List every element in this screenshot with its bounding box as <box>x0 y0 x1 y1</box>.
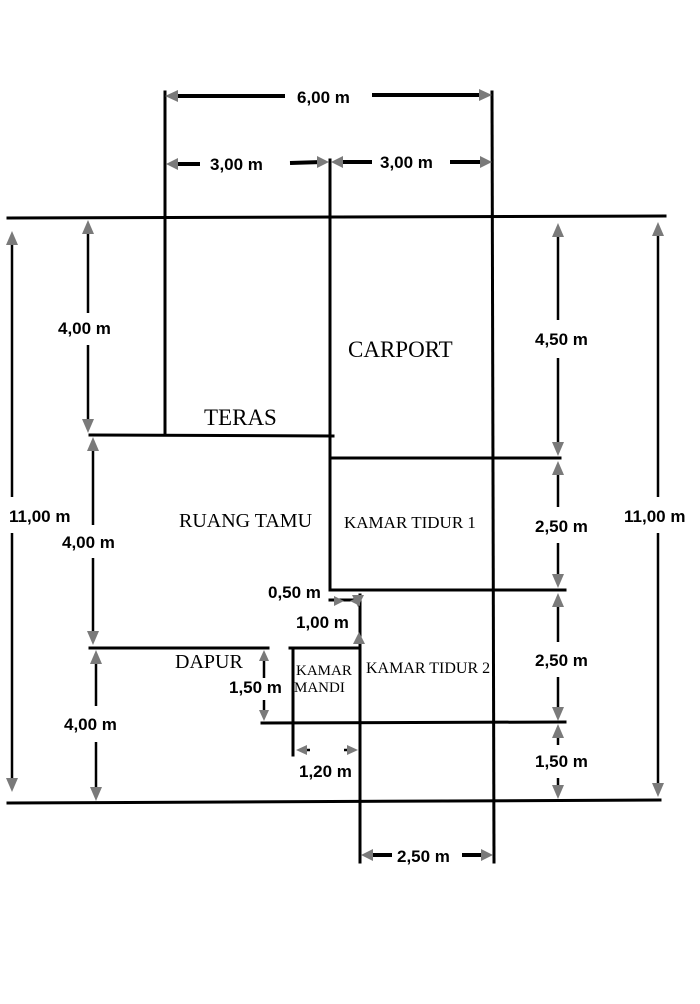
rear-boundary-line <box>6 798 662 805</box>
arrow-up <box>552 724 564 738</box>
room-label-kamar-tidur-1: KAMAR TIDUR 1 <box>344 513 476 532</box>
dim-label-left-teras-depth: 4,00 m <box>58 319 111 338</box>
front-boundary-line <box>6 214 667 220</box>
room-label-teras: TERAS <box>204 405 277 430</box>
arrow-left <box>331 156 343 168</box>
arrow-down <box>6 778 18 792</box>
teras-bottom-wall <box>88 433 335 438</box>
dim-label-total-depth-left: 11,00 m <box>9 507 70 526</box>
dim-label-total-width: 6,00 m <box>297 88 350 107</box>
arrow-up <box>552 593 564 607</box>
kamar-mandi-bottom-wall <box>260 720 567 725</box>
arrow-right <box>317 156 329 168</box>
arrow-up <box>6 231 18 245</box>
arrow-up <box>82 220 94 234</box>
dim-label-kamar-tidur-2-width: 2,50 m <box>397 847 450 866</box>
arrow-down <box>552 574 564 588</box>
arrow-down <box>259 710 269 721</box>
room-label-kamar-mandi-line1: KAMAR <box>296 663 352 679</box>
dim-label-teras-width: 3,00 m <box>210 155 263 174</box>
dim-label-kamar-mandi-width: 1,20 m <box>299 762 352 781</box>
arrow-left <box>350 596 360 606</box>
arrow-down <box>82 419 94 433</box>
dim-label-step-offset: 0,50 m <box>268 583 321 602</box>
dim-line-teras-width-right <box>289 160 323 165</box>
room-labels: CARPORT TERAS RUANG TAMU KAMAR TIDUR 1 K… <box>175 337 490 696</box>
arrow-right <box>481 849 493 861</box>
arrow-up <box>552 461 564 475</box>
arrow-left <box>296 745 307 755</box>
arrow-down <box>652 783 664 797</box>
dim-label-kamar-mandi-depth: 1,50 m <box>229 678 282 697</box>
carport-right-wall <box>490 90 496 864</box>
room-label-dapur: DAPUR <box>175 651 243 673</box>
dim-label-rear-step-depth: 1,50 m <box>535 752 588 771</box>
arrow-down <box>90 787 102 801</box>
arrow-right <box>334 596 344 606</box>
dim-label-left-ruang-tamu-depth: 4,00 m <box>62 533 115 552</box>
dimension-labels: 6,00 m 3,00 m 3,00 m 4,00 m 4,00 m 4,00 … <box>9 88 685 866</box>
dim-label-carport-depth: 4,50 m <box>535 330 588 349</box>
dim-label-hall-width: 1,00 m <box>296 613 349 632</box>
room-label-kamar-tidur-2: KAMAR TIDUR 2 <box>366 660 490 677</box>
arrow-down <box>552 785 564 799</box>
arrow-left <box>165 90 178 102</box>
arrow-right <box>480 156 492 168</box>
dim-label-kamar-tidur-2-depth: 2,50 m <box>535 651 588 670</box>
arrow-right <box>347 745 358 755</box>
arrow-up <box>652 222 664 236</box>
arrow-up <box>552 223 564 237</box>
walls <box>6 90 667 864</box>
arrow-right <box>479 89 492 101</box>
arrow-up <box>87 437 99 451</box>
room-label-ruang-tamu: RUANG TAMU <box>179 510 313 532</box>
arrow-down <box>87 631 99 645</box>
dim-label-total-depth-right: 11,00 m <box>624 507 685 526</box>
arrow-down <box>552 707 564 721</box>
arrow-down <box>552 442 564 456</box>
arrow-up <box>90 650 102 664</box>
dimension-lines <box>6 89 664 861</box>
room-label-kamar-mandi-line2: MANDI <box>294 680 345 696</box>
room-label-carport: CARPORT <box>348 337 453 362</box>
dim-label-left-dapur-depth: 4,00 m <box>64 715 117 734</box>
dim-label-kamar-tidur-1-depth: 2,50 m <box>535 517 588 536</box>
dim-label-carport-width: 3,00 m <box>380 153 433 172</box>
arrow-left <box>166 158 178 170</box>
arrow-up <box>353 632 365 644</box>
arrow-up <box>259 650 269 661</box>
arrow-left <box>361 849 373 861</box>
